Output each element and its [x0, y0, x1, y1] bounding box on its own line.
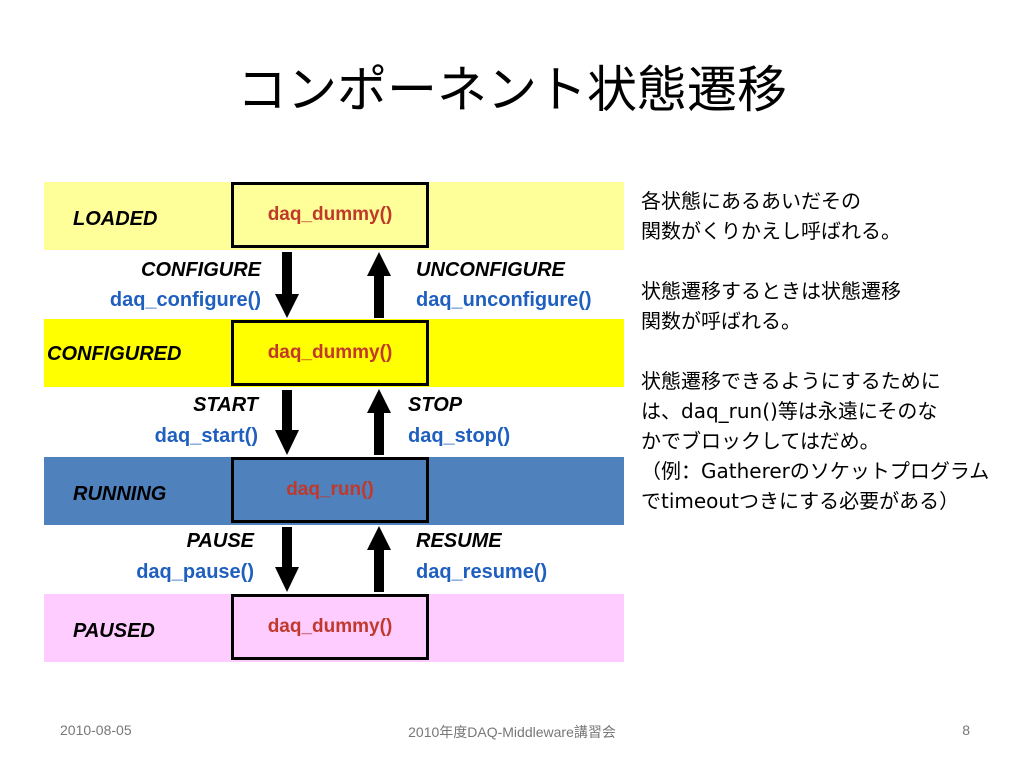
state-label-loaded: LOADED: [73, 208, 158, 230]
state-function-running: daq_run(): [231, 457, 429, 523]
event-unconfigure: UNCONFIGURE: [416, 259, 565, 281]
arrow-down-pause: [275, 527, 299, 592]
arrow-up-stop: [367, 389, 391, 455]
slide-title: コンポーネント状態遷移: [237, 61, 787, 119]
event-resume: RESUME: [416, 530, 502, 552]
arrow-up-unconfigure: [367, 252, 391, 318]
function-pause: daq_pause(): [136, 561, 254, 583]
notes-panel: 各状態にあるあいだその 関数がくりかえし呼ばれる。 状態遷移するときは状態遷移 …: [641, 186, 1013, 546]
function-start: daq_start(): [154, 425, 258, 447]
event-pause: PAUSE: [186, 530, 254, 552]
state-label-configured: CONFIGURED: [47, 343, 182, 365]
note-3: 状態遷移できるようにするために は、daq_run()等は永遠にそのな かでブロ…: [641, 369, 990, 513]
function-configure: daq_configure(): [109, 289, 261, 311]
event-stop: STOP: [408, 394, 463, 416]
arrow-up-resume: [367, 526, 391, 592]
event-configure: CONFIGURE: [141, 259, 261, 281]
footer-page-number: 8: [962, 722, 970, 738]
footer-center: 2010年度DAQ-Middleware講習会: [408, 724, 616, 740]
function-stop: daq_stop(): [408, 425, 511, 447]
event-start: START: [193, 394, 258, 416]
state-function-paused: daq_dummy(): [231, 594, 429, 660]
state-function-configured: daq_dummy(): [231, 320, 429, 386]
state-function-loaded: daq_dummy(): [231, 182, 429, 248]
arrow-down-configure: [275, 252, 299, 318]
function-unconfigure: daq_unconfigure(): [416, 289, 592, 311]
state-label-paused: PAUSED: [73, 620, 155, 642]
arrow-down-start: [275, 390, 299, 455]
state-label-running: RUNNING: [73, 483, 167, 505]
footer-date: 2010-08-05: [60, 722, 132, 738]
note-1: 各状態にあるあいだその 関数がくりかえし呼ばれる。: [641, 189, 901, 243]
note-2: 状態遷移するときは状態遷移 関数が呼ばれる。: [641, 279, 901, 333]
function-resume: daq_resume(): [416, 561, 548, 583]
